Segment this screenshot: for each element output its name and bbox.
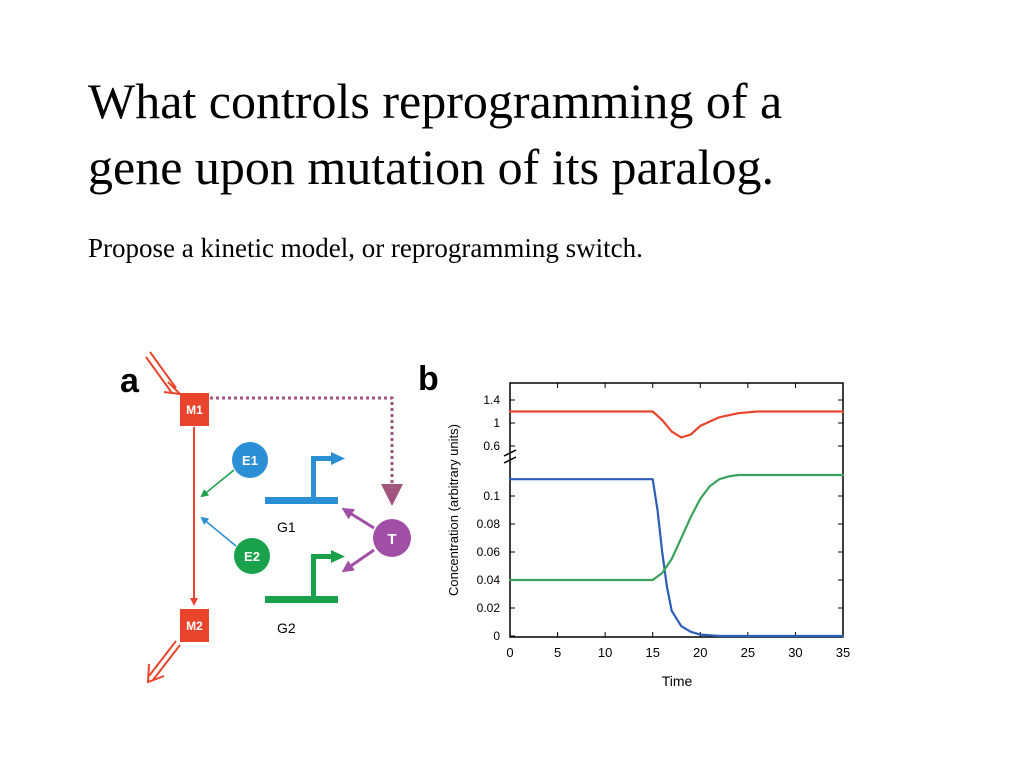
- y-tick-label: 0.06: [477, 545, 501, 559]
- t-node: [373, 519, 411, 557]
- x-tick-label: 30: [788, 645, 802, 660]
- x-tick-label: 5: [554, 645, 561, 660]
- y-tick-label: 0: [493, 629, 500, 643]
- g2-gene: [265, 550, 345, 603]
- panel-b-label: b: [418, 360, 439, 398]
- t-label: T: [387, 531, 396, 548]
- y-axis-label: Concentration (arbitrary units): [446, 424, 461, 596]
- x-tick-label: 10: [598, 645, 612, 660]
- plot-frame: [509, 382, 844, 638]
- g1-label: G1: [277, 519, 296, 535]
- axis-break-mark: [503, 449, 517, 457]
- m1-node: [180, 393, 209, 426]
- e2-node: [234, 538, 270, 574]
- m1-to-t-arrowhead: [381, 484, 403, 506]
- slide-title-line-2: gene upon mutation of its paralog.: [88, 139, 774, 195]
- m2-label: M2: [186, 619, 203, 633]
- y-tick-label: 0.02: [477, 601, 501, 615]
- m1-input-arrow: [145, 351, 183, 396]
- e1-label: E1: [242, 453, 258, 468]
- slide-subtitle: Propose a kinetic model, or reprogrammin…: [88, 233, 643, 263]
- m2-node: [180, 609, 209, 642]
- series-line-3: [508, 473, 845, 582]
- y-tick-label: 0.1: [483, 489, 500, 503]
- m1-label: M1: [186, 403, 203, 417]
- line-chart: 0 5 10 15 20 25 30 35 1.4 1 0.6 0.1 0.08 0.06 0.04 0.02…: [477, 382, 850, 660]
- series-line-1: [508, 410, 845, 439]
- x-tick-label: 20: [693, 645, 707, 660]
- g1-gene: [265, 452, 345, 504]
- y-tick-label: 0.04: [477, 573, 501, 587]
- slide-title-line-1: What controls reprogramming of a: [88, 73, 783, 129]
- panel-a: a M1 M2 E1 E2: [120, 351, 411, 684]
- m1-to-t-dotted-arrow: [210, 396, 394, 490]
- y-tick-label: 1: [493, 416, 500, 430]
- t-to-g2-arrow: [341, 548, 375, 573]
- x-tick-label: 0: [506, 645, 513, 660]
- y-tick-label: 1.4: [483, 393, 500, 407]
- x-axis-label: Time: [662, 673, 693, 689]
- x-tick-label: 15: [645, 645, 659, 660]
- t-to-g1-arrow: [341, 507, 375, 530]
- slide-title: What controls reprogramming of a gene up…: [88, 68, 988, 200]
- e1-catalysis-arrow: [200, 469, 235, 498]
- e2-label: E2: [244, 549, 260, 564]
- g2-label: G2: [277, 620, 296, 636]
- x-tick-label: 25: [741, 645, 755, 660]
- x-tick-label: 35: [836, 645, 850, 660]
- panel-a-label: a: [120, 362, 140, 400]
- axis-break-mark: [503, 456, 517, 464]
- e1-node: [232, 442, 268, 478]
- y-tick-label: 0.08: [477, 517, 501, 531]
- series-line-2: [508, 478, 845, 638]
- panel-b: b Concentration (arbitrary units) Time 0…: [418, 360, 850, 689]
- y-tick-label: 0.6: [483, 439, 500, 453]
- e2-catalysis-arrow: [200, 516, 237, 547]
- m2-output-arrow: [146, 640, 181, 684]
